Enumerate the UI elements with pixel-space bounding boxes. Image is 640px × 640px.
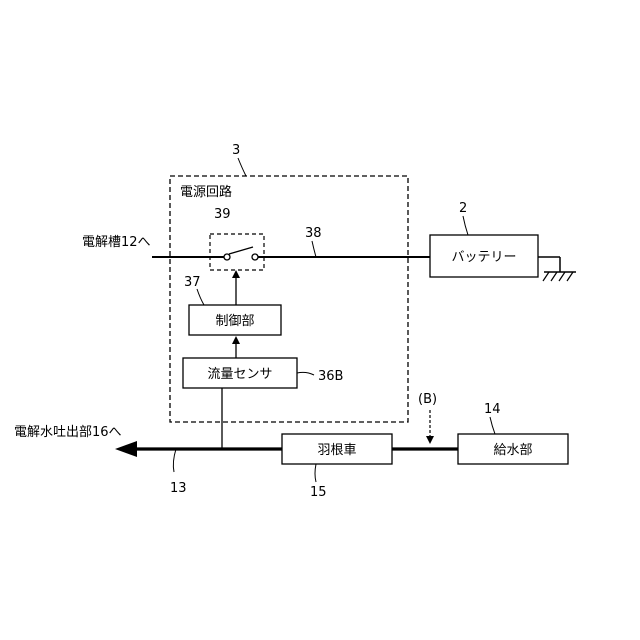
controller-group: 37 制御部 <box>184 270 281 335</box>
pipe-leader <box>173 449 176 472</box>
line38-leader <box>312 241 316 257</box>
flow-sensor-ref: 36B <box>318 369 343 384</box>
electrical-line-group: 電解槽12へ 38 <box>82 226 430 257</box>
supply-marker-label: (B) <box>418 392 437 407</box>
controller-label: 制御部 <box>215 314 254 329</box>
water-supply-group: 14 給水部 <box>458 402 568 464</box>
switch-ref: 39 <box>214 207 231 222</box>
supply-marker-group: (B) <box>418 392 437 444</box>
impeller-group: 羽根車 15 <box>282 434 392 500</box>
battery-leader <box>463 216 468 235</box>
water-supply-ref: 14 <box>484 402 501 417</box>
power-circuit-ref: 3 <box>232 143 240 158</box>
battery-ref: 2 <box>459 201 467 216</box>
ground-icon <box>543 272 573 281</box>
switch-group: 39 <box>210 207 264 270</box>
battery-group: 2 バッテリー <box>430 201 576 281</box>
supply-marker-arrowhead <box>426 436 434 444</box>
sensor-signal-arrowhead <box>232 336 240 344</box>
to-electrolyzer-label: 電解槽12へ <box>82 235 151 250</box>
power-circuit-leader <box>238 158 246 176</box>
battery-label: バッテリー <box>451 250 516 265</box>
impeller-ref: 15 <box>310 485 327 500</box>
water-supply-label: 給水部 <box>493 443 532 458</box>
impeller-label: 羽根車 <box>317 443 356 458</box>
flow-sensor-group: 流量センサ 36B <box>183 336 343 449</box>
line38-ref: 38 <box>305 226 322 241</box>
water-supply-leader <box>490 417 495 434</box>
impeller-leader <box>315 464 316 482</box>
power-circuit-title: 電源回路 <box>180 184 232 200</box>
flow-sensor-label: 流量センサ <box>207 367 272 382</box>
switch-contact-right <box>252 254 258 260</box>
controller-leader <box>197 289 204 305</box>
control-signal-arrowhead <box>232 270 240 278</box>
switch-contact-left <box>224 254 230 260</box>
discharge-arrowhead <box>115 441 137 457</box>
discharge-label: 電解水吐出部16へ <box>14 425 122 440</box>
pipe-ref: 13 <box>170 481 187 496</box>
controller-ref: 37 <box>184 275 201 290</box>
switch-blade <box>229 247 253 254</box>
flow-sensor-leader <box>297 372 314 375</box>
